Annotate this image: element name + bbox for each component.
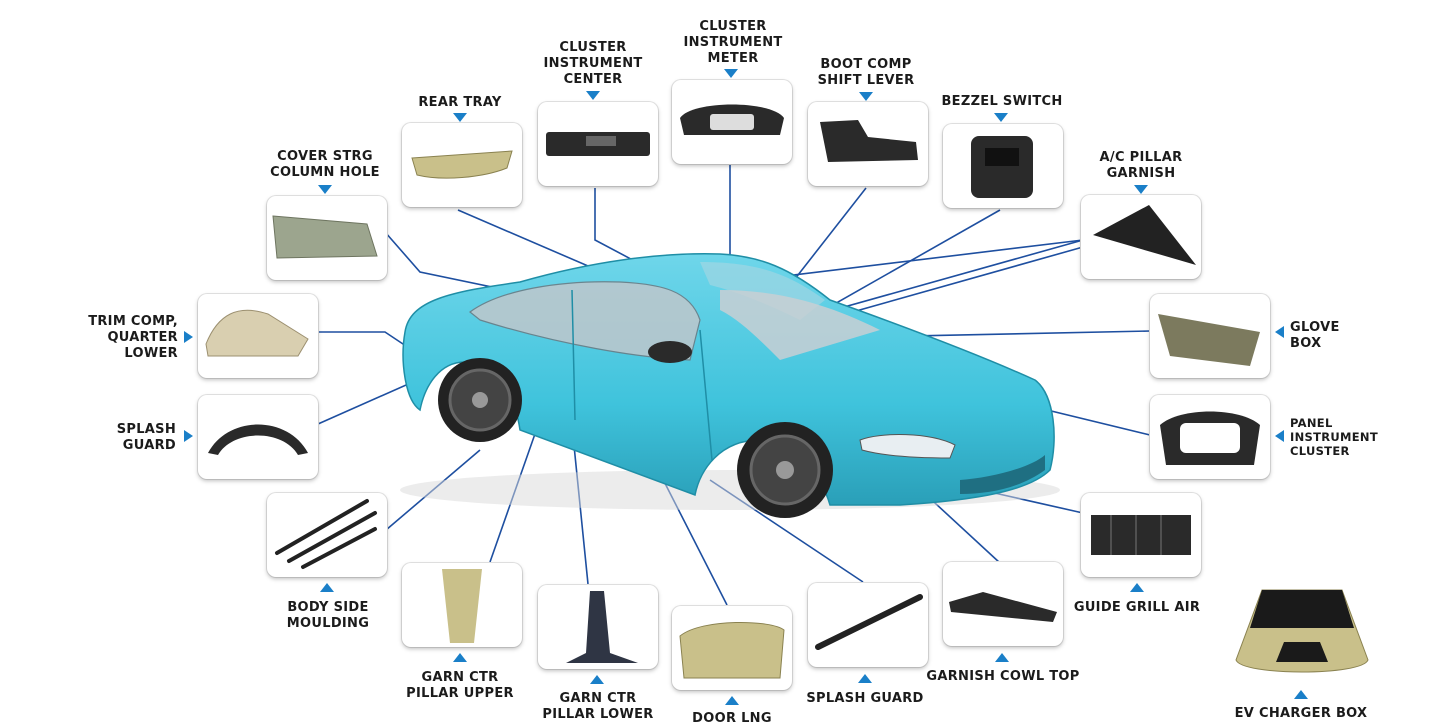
cluster-instrument-meter-arrow [724, 69, 738, 78]
panel-instrument-cluster-icon [1160, 411, 1260, 465]
garn-ctr-pillar-upper-icon [442, 569, 482, 643]
ev-charger-box-arrow [1294, 690, 1308, 699]
rear-tray-arrow [453, 113, 467, 122]
cover-strg-column-hole-card[interactable] [267, 196, 387, 280]
ac-pillar-garnish-icon [1093, 205, 1196, 265]
garnish-cowl-top-card[interactable] [943, 562, 1063, 646]
door-lng-arrow [725, 696, 739, 705]
panel-instrument-cluster-card[interactable] [1150, 395, 1270, 479]
bezzel-switch-arrow [994, 113, 1008, 122]
door-lng-icon [679, 621, 785, 679]
body-side-moulding-card[interactable] [267, 493, 387, 577]
door-lng-label: DOOR LNG [692, 711, 772, 726]
trim-comp-quarter-lower-icon [205, 309, 309, 357]
garn-ctr-pillar-lower-arrow [590, 675, 604, 684]
garn-ctr-pillar-lower-card[interactable] [538, 585, 658, 669]
splash-guard-left-card[interactable] [198, 395, 318, 479]
ac-pillar-garnish-arrow [1134, 185, 1148, 194]
garn-ctr-pillar-lower-icon [566, 591, 638, 663]
garnish-cowl-top-label: GARNISH COWL TOP [926, 669, 1080, 684]
glove-box-icon [1158, 314, 1260, 366]
body-side-moulding-icon [275, 499, 377, 569]
garn-ctr-pillar-upper-card[interactable] [402, 563, 522, 647]
door-lng-card[interactable] [672, 606, 792, 690]
rear-tray-icon [411, 150, 513, 179]
guide-grill-air-label: GUIDE GRILL AIR [1073, 600, 1201, 615]
panel-instrument-cluster-arrow [1275, 430, 1284, 442]
cover-strg-column-hole-icon [272, 215, 378, 259]
garnish-cowl-top-arrow [995, 653, 1009, 662]
splash-guard-left-icon [208, 424, 308, 455]
ev-charger-box-label: EV CHARGER BOX [1234, 706, 1368, 721]
bezzel-switch-icon [971, 136, 1033, 198]
splash-guard-bottom-arrow [858, 674, 872, 683]
cluster-instrument-center-card[interactable] [538, 102, 658, 186]
cluster-instrument-center-arrow [586, 91, 600, 100]
boot-comp-shift-lever-card[interactable] [808, 102, 928, 186]
cluster-instrument-center-icon [546, 132, 650, 156]
garnish-cowl-top-icon [949, 592, 1057, 622]
guide-grill-air-arrow [1130, 583, 1144, 592]
rear-tray-card[interactable] [402, 123, 522, 207]
bezzel-switch-label: BEZZEL SWITCH [941, 94, 1063, 109]
ac-pillar-garnish-card[interactable] [1081, 195, 1201, 279]
trim-comp-quarter-lower-arrow [184, 331, 193, 343]
splash-guard-bottom-card[interactable] [808, 583, 928, 667]
guide-grill-air-card[interactable] [1081, 493, 1201, 577]
boot-comp-shift-lever-arrow [859, 92, 873, 101]
splash-guard-bottom-icon [815, 594, 923, 650]
cluster-instrument-meter-card[interactable] [672, 80, 792, 164]
boot-comp-shift-lever-icon [820, 120, 918, 162]
guide-grill-air-icon [1091, 515, 1191, 555]
splash-guard-bottom-label: SPLASH GUARD [806, 691, 924, 706]
garn-ctr-pillar-upper-arrow [453, 653, 467, 662]
cover-strg-column-hole-arrow [318, 185, 332, 194]
body-side-moulding-arrow [320, 583, 334, 592]
bezzel-switch-card[interactable] [943, 124, 1063, 208]
glove-box-arrow [1275, 326, 1284, 338]
cluster-instrument-meter-icon [680, 104, 784, 135]
splash-guard-left-arrow [184, 430, 193, 442]
ev-charger-box-icon [1235, 589, 1369, 673]
glove-box-card[interactable] [1150, 294, 1270, 378]
rear-tray-label: REAR TRAY [418, 95, 502, 110]
trim-comp-quarter-lower-card[interactable] [198, 294, 318, 378]
